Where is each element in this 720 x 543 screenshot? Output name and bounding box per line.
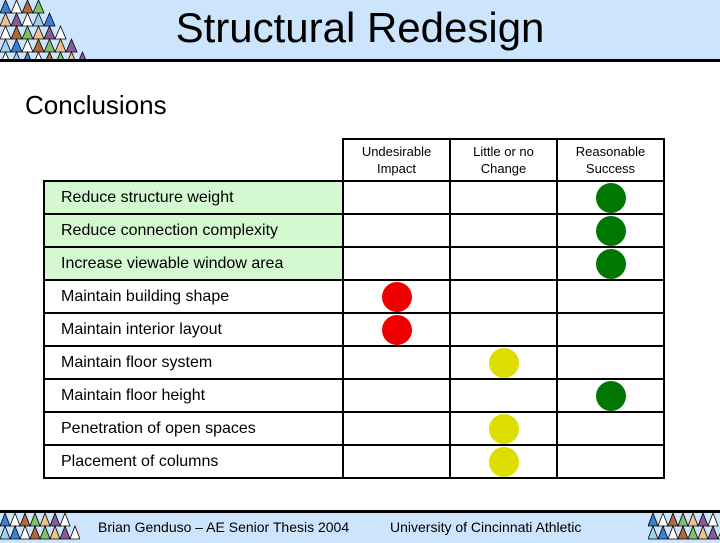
result-cell [342, 444, 451, 479]
result-cell [342, 345, 451, 380]
table-row: Penetration of open spaces [43, 411, 665, 446]
result-cell [342, 279, 451, 314]
result-cell [342, 180, 451, 215]
result-cell [556, 312, 665, 347]
result-dot [595, 380, 626, 411]
result-dot [488, 347, 519, 378]
result-cell [449, 180, 558, 215]
slide-title: Structural Redesign [175, 4, 545, 51]
row-label: Increase viewable window area [43, 246, 344, 281]
result-cell [556, 279, 665, 314]
result-cell [556, 345, 665, 380]
row-label: Maintain floor system [43, 345, 344, 380]
row-label: Maintain building shape [43, 279, 344, 314]
result-dot [595, 215, 626, 246]
column-header: Reasonable Success [556, 138, 665, 182]
result-dot [488, 446, 519, 477]
title-band: Structural Redesign [0, 0, 720, 62]
result-cell [449, 279, 558, 314]
row-label: Reduce structure weight [43, 180, 344, 215]
row-label: Placement of columns [43, 444, 344, 479]
table-row: Placement of columns [43, 444, 665, 479]
footer-project: University of Cincinnati Athletic [390, 519, 582, 535]
result-cell [556, 411, 665, 446]
result-dot [595, 182, 626, 213]
result-dot [488, 413, 519, 444]
row-label: Reduce connection complexity [43, 213, 344, 248]
result-cell [556, 213, 665, 248]
result-cell [449, 312, 558, 347]
result-cell [449, 444, 558, 479]
table-row: Maintain floor height [43, 378, 665, 413]
result-dot [595, 248, 626, 279]
slide-subtitle: Conclusions [25, 90, 167, 120]
result-cell [342, 246, 451, 281]
column-header: Undesirable Impact [342, 138, 451, 182]
logo-triangles-icon [0, 0, 86, 59]
result-cell [449, 411, 558, 446]
table-row: Reduce structure weight [43, 180, 665, 215]
logo-triangles-icon [0, 513, 80, 540]
table-row: Maintain floor system [43, 345, 665, 380]
result-cell [449, 345, 558, 380]
result-cell [449, 378, 558, 413]
result-cell [556, 444, 665, 479]
table-row: Maintain building shape [43, 279, 665, 314]
row-label: Penetration of open spaces [43, 411, 344, 446]
conclusions-table: Undesirable Impact Little or no Change R… [43, 138, 665, 479]
result-cell [342, 378, 451, 413]
table-row: Maintain interior layout [43, 312, 665, 347]
result-cell [449, 246, 558, 281]
result-cell [342, 312, 451, 347]
footer-author: Brian Genduso – AE Senior Thesis 2004 [98, 519, 350, 535]
row-label: Maintain floor height [43, 378, 344, 413]
result-cell [342, 213, 451, 248]
result-cell [449, 213, 558, 248]
table-row: Increase viewable window area [43, 246, 665, 281]
logo-triangles-icon [648, 513, 720, 540]
result-dot [381, 281, 412, 312]
result-cell [556, 246, 665, 281]
result-cell [342, 411, 451, 446]
result-cell [556, 378, 665, 413]
table-row: Reduce connection complexity [43, 213, 665, 248]
result-cell [556, 180, 665, 215]
row-label: Maintain interior layout [43, 312, 344, 347]
column-header: Little or no Change [449, 138, 558, 182]
result-dot [381, 314, 412, 345]
footer-band: Brian Genduso – AE Senior Thesis 2004 Un… [0, 510, 720, 543]
